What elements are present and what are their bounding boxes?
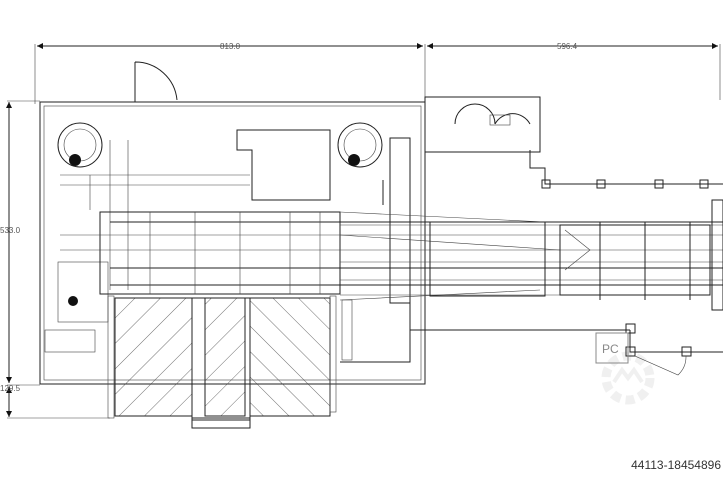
- top-dimension-lines: [34, 43, 721, 104]
- pallet-storage-area: [107, 295, 353, 429]
- dimension-533: 533.0: [0, 226, 21, 235]
- left-dimension-lines: [6, 100, 110, 419]
- control-cabin: [389, 96, 541, 304]
- dimension-129: 129.5: [0, 384, 21, 393]
- dimension-596: 596.4: [557, 42, 578, 51]
- dimension-813: 813.0: [220, 42, 241, 51]
- cable-routes: [340, 150, 723, 376]
- pc-label: PC: [602, 342, 619, 356]
- motor-marker: [68, 296, 78, 306]
- turntable-right: [337, 122, 383, 168]
- conveyor-line: [60, 199, 723, 311]
- turntable-left: [57, 122, 103, 168]
- pc-cabinet: PC: [595, 332, 629, 364]
- reference-number: 44113-18454896: [631, 458, 721, 472]
